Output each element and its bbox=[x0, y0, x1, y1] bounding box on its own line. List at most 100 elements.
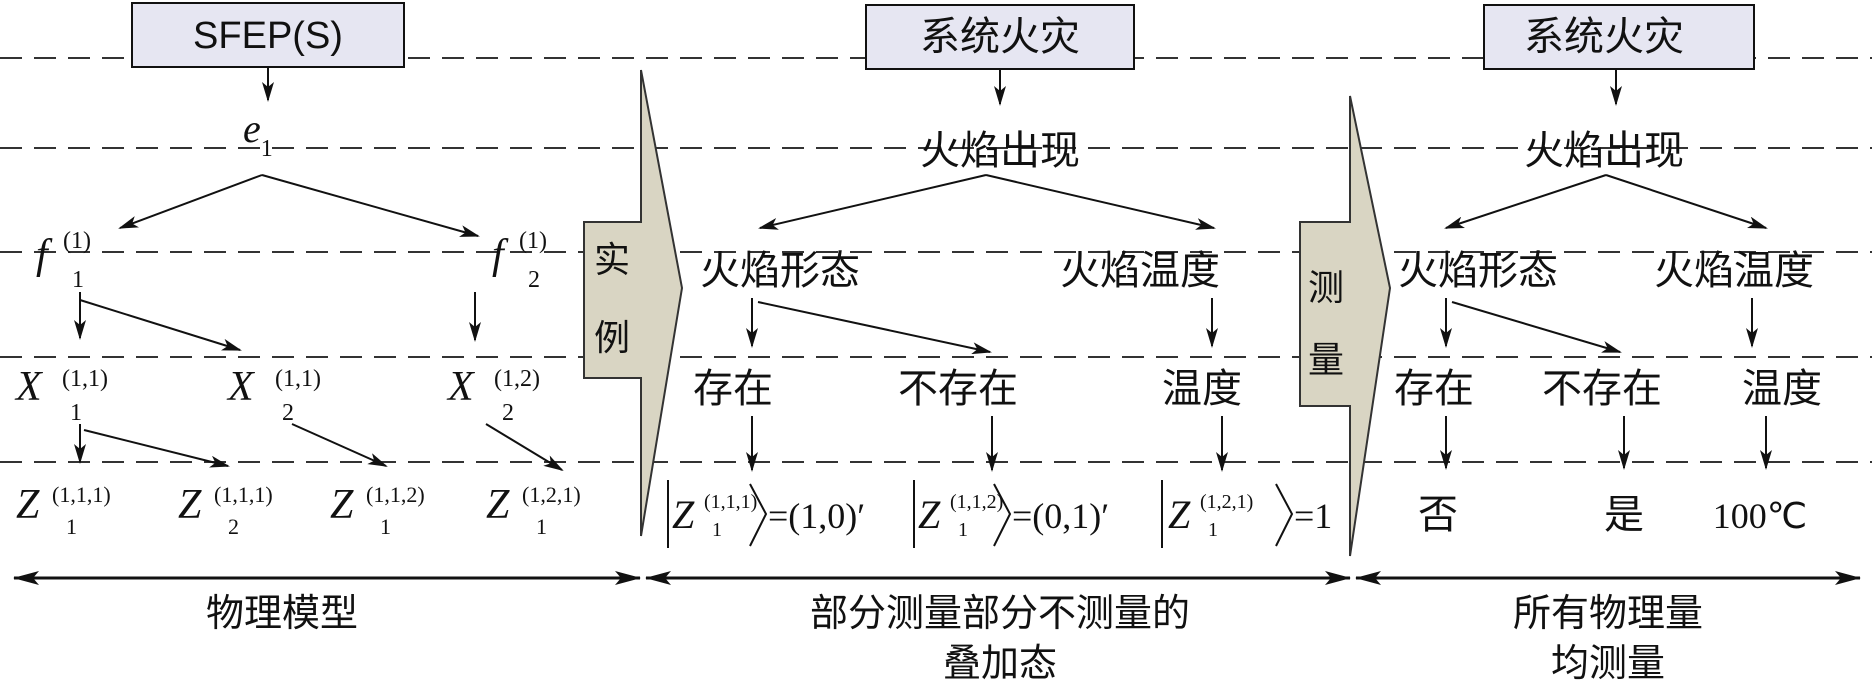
full-temp-label: 火焰温度 bbox=[1654, 248, 1814, 294]
arrow-full-shape-notexist bbox=[1451, 301, 1622, 353]
arrow-x1-z2 bbox=[83, 429, 230, 468]
svg-text:(1,1): (1,1) bbox=[62, 366, 108, 392]
partial-shape-label: 火焰形态 bbox=[700, 248, 860, 294]
svg-text:(1,1,1): (1,1,1) bbox=[704, 491, 757, 513]
full-yes-label: 是 bbox=[1604, 492, 1644, 538]
svg-text:1: 1 bbox=[1208, 519, 1218, 541]
measure-arrow-polygon bbox=[1299, 95, 1392, 557]
arrow-full-flame-shape bbox=[1444, 174, 1607, 229]
svg-text:1: 1 bbox=[958, 519, 968, 541]
svg-text:f: f bbox=[36, 232, 53, 278]
svg-text:(1,2,1): (1,2,1) bbox=[522, 482, 581, 507]
partial-notexist-label: 不存在 bbox=[898, 366, 1018, 412]
full-temp-value-label: 100℃ bbox=[1713, 496, 1807, 536]
svg-text:(1,1): (1,1) bbox=[275, 366, 321, 392]
partial-temp-label: 火焰温度 bbox=[1060, 248, 1220, 294]
node-x3: X (1,2) 2 bbox=[446, 364, 540, 426]
bottom-label-full-line2: 均测量 bbox=[1551, 641, 1665, 685]
full-measurement-tree: 系统火灾 火焰出现 火焰形态 火焰温度 存在 不存在 温度 否 是 100℃ bbox=[1394, 4, 1822, 538]
ket-2-angle bbox=[993, 483, 1012, 547]
arrow-x3-z4 bbox=[485, 423, 564, 472]
ket-2: Z (1,1,2) 1 =(0,1)′ bbox=[913, 480, 1109, 548]
sfep-box bbox=[131, 2, 405, 68]
svg-text:=(0,1)′: =(0,1)′ bbox=[1012, 496, 1109, 536]
instance-char-1: 实 bbox=[594, 240, 630, 281]
arrow-e1-f2 bbox=[261, 174, 480, 237]
full-no-label: 否 bbox=[1418, 492, 1458, 538]
node-z2: Z (1,1,1) 2 bbox=[178, 482, 273, 539]
svg-text:=(1,0)′: =(1,0)′ bbox=[768, 496, 865, 536]
node-z4: Z (1,2,1) 1 bbox=[486, 482, 581, 539]
ket-1-angle bbox=[749, 483, 768, 547]
bottom-label-physical-model: 物理模型 bbox=[206, 591, 358, 635]
svg-text:1: 1 bbox=[380, 514, 391, 539]
svg-text:(1,1,1): (1,1,1) bbox=[52, 482, 111, 507]
node-x2: X (1,1) 2 bbox=[226, 364, 321, 426]
ket-1: Z (1,1,1) 1 =(1,0)′ bbox=[667, 480, 865, 548]
partial-flame-label: 火焰出现 bbox=[920, 128, 1080, 174]
bottom-label-full-line1: 所有物理量 bbox=[1513, 591, 1703, 635]
arrow-x2-z3 bbox=[291, 423, 388, 467]
svg-text:1: 1 bbox=[712, 519, 722, 541]
svg-text:2: 2 bbox=[282, 400, 294, 426]
full-exist-label: 存在 bbox=[1394, 366, 1474, 412]
arrow-partial-shape-notexist bbox=[757, 301, 992, 355]
svg-text:2: 2 bbox=[502, 400, 514, 426]
full-notexist-label: 不存在 bbox=[1542, 366, 1662, 412]
instance-arrow-shape: 实 例 bbox=[583, 69, 684, 537]
arrow-full-flame-temp bbox=[1605, 174, 1768, 229]
instance-char-2: 例 bbox=[594, 318, 630, 359]
ket-3: Z (1,2,1) 1 =1 bbox=[1161, 480, 1332, 548]
svg-text:=1: =1 bbox=[1294, 496, 1332, 536]
node-z1: Z (1,1,1) 1 bbox=[16, 482, 111, 539]
node-x1: X (1,1) 1 bbox=[14, 364, 108, 426]
svg-text:Z: Z bbox=[672, 492, 695, 537]
svg-text:Z: Z bbox=[918, 492, 941, 537]
instance-arrow-polygon bbox=[583, 69, 684, 537]
svg-text:Z: Z bbox=[1168, 492, 1191, 537]
full-root-label: 系统火灾 bbox=[1524, 14, 1684, 60]
full-flame-label: 火焰出现 bbox=[1524, 128, 1684, 174]
svg-text:(1,1,2): (1,1,2) bbox=[950, 491, 1003, 513]
ket-3-angle bbox=[1275, 483, 1294, 547]
svg-text:1: 1 bbox=[72, 267, 84, 293]
physical-model-tree: SFEP(S) e1 f (1) 1 f (1) 2 X (1,1) 1 X (… bbox=[14, 2, 581, 539]
svg-text:(1,1,2): (1,1,2) bbox=[366, 482, 425, 507]
bottom-label-partial-line1: 部分测量部分不测量的 bbox=[810, 591, 1190, 635]
arrow-f1-x2 bbox=[79, 299, 242, 351]
arrow-partial-flame-temp bbox=[985, 174, 1216, 230]
partial-exist-label: 存在 bbox=[693, 366, 773, 412]
svg-text:(1): (1) bbox=[63, 228, 91, 254]
node-f1: f (1) 1 bbox=[36, 228, 91, 293]
partial-temp-leaf-label: 温度 bbox=[1162, 366, 1242, 412]
full-temp-leaf-label: 温度 bbox=[1742, 366, 1822, 412]
svg-text:(1): (1) bbox=[519, 228, 547, 254]
svg-text:X: X bbox=[226, 364, 256, 410]
svg-text:X: X bbox=[446, 364, 476, 410]
sfep-label: SFEP(S) bbox=[193, 15, 343, 57]
svg-text:Z: Z bbox=[330, 482, 354, 528]
node-f2: f (1) 2 bbox=[492, 228, 547, 293]
measure-char-1: 测 bbox=[1308, 268, 1344, 309]
arrow-e1-f1 bbox=[118, 174, 263, 229]
full-root-box bbox=[1483, 4, 1755, 70]
full-shape-label: 火焰形态 bbox=[1398, 248, 1558, 294]
svg-text:(1,2,1): (1,2,1) bbox=[1200, 491, 1253, 513]
svg-text:Z: Z bbox=[16, 482, 40, 528]
svg-text:2: 2 bbox=[528, 267, 540, 293]
arrow-partial-flame-shape bbox=[758, 174, 987, 230]
partial-root-box bbox=[865, 4, 1135, 70]
partial-root-label: 系统火灾 bbox=[920, 14, 1080, 60]
node-z3: Z (1,1,2) 1 bbox=[330, 482, 425, 539]
partial-measurement-tree: 系统火灾 火焰出现 火焰形态 火焰温度 存在 不存在 温度 Z (1,1,1) … bbox=[667, 4, 1332, 548]
svg-text:2: 2 bbox=[228, 514, 239, 539]
svg-text:1: 1 bbox=[70, 400, 82, 426]
svg-text:(1,1,1): (1,1,1) bbox=[214, 482, 273, 507]
svg-text:1: 1 bbox=[66, 514, 77, 539]
node-e1: e1 bbox=[243, 106, 273, 162]
measure-arrow-shape: 测 量 bbox=[1299, 95, 1392, 557]
svg-text:Z: Z bbox=[178, 482, 202, 528]
svg-text:X: X bbox=[14, 364, 44, 410]
bottom-label-partial-line2: 叠加态 bbox=[943, 641, 1057, 685]
